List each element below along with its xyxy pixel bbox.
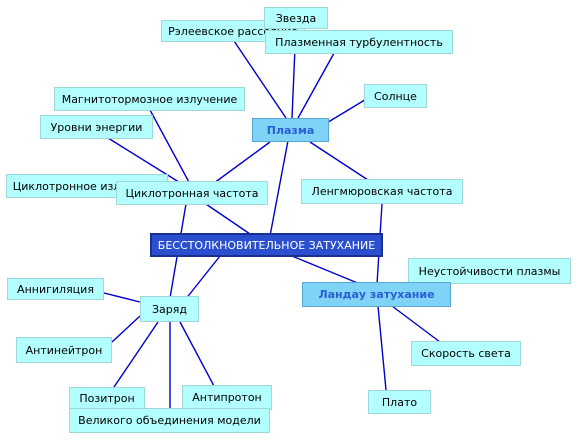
- node-charge[interactable]: Заряд: [140, 296, 199, 322]
- edge-charge-antiproton: [179, 321, 215, 387]
- node-langmuir-freq[interactable]: Ленгмюровская частота: [301, 179, 463, 204]
- edge-cyclotron-energy-levels: [107, 137, 183, 185]
- edge-root-charge: [184, 255, 221, 301]
- edge-charge-positron: [111, 321, 159, 391]
- node-turbulence[interactable]: Плазменная турбулентность: [265, 30, 453, 54]
- edge-plasma-rayleigh: [231, 37, 287, 119]
- edge-root-cyclotron-freq: [199, 199, 251, 235]
- edge-plasma-langmuir: [309, 141, 369, 181]
- node-root[interactable]: БЕССТОЛКНОВИТЕЛЬНОЕ ЗАТУХАНИЕ: [150, 233, 383, 257]
- node-antineutron[interactable]: Антинейтрон: [16, 337, 112, 363]
- node-light-speed[interactable]: Скорость света: [411, 341, 521, 366]
- node-cyclotron-freq[interactable]: Циклотронная частота: [116, 181, 268, 205]
- edge-root-plasma: [269, 129, 291, 237]
- node-instability[interactable]: Неустойчивости плазмы: [408, 258, 571, 284]
- node-star[interactable]: Звезда: [264, 7, 328, 29]
- node-landau[interactable]: Ландау затухание: [302, 282, 451, 307]
- node-positron[interactable]: Позитрон: [69, 387, 145, 410]
- node-plateau[interactable]: Плато: [368, 390, 431, 414]
- node-energy-levels[interactable]: Уровни энергии: [40, 115, 153, 139]
- node-antiproton[interactable]: Антипротон: [182, 385, 272, 410]
- node-sun[interactable]: Солнце: [364, 84, 427, 108]
- edge-landau-plateau: [377, 305, 387, 391]
- edge-plasma-cyclotron-freq: [209, 141, 271, 187]
- edge-charge-annihilation: [99, 291, 141, 303]
- edge-plasma-sun: [324, 97, 369, 125]
- node-plasma[interactable]: Плазма: [252, 118, 329, 142]
- node-gut[interactable]: Великого объединения модели: [69, 408, 270, 433]
- edge-cyclotron-synchrotron: [149, 109, 191, 185]
- edge-plasma-turbulence: [297, 45, 339, 119]
- edge-landau-light-speed: [391, 305, 441, 343]
- edge-root-landau: [291, 255, 361, 285]
- node-annihilation[interactable]: Аннигиляция: [7, 278, 104, 300]
- node-synchrotron[interactable]: Магнитотормозное излучение: [54, 87, 245, 111]
- edge-charge-antineutron: [111, 315, 141, 343]
